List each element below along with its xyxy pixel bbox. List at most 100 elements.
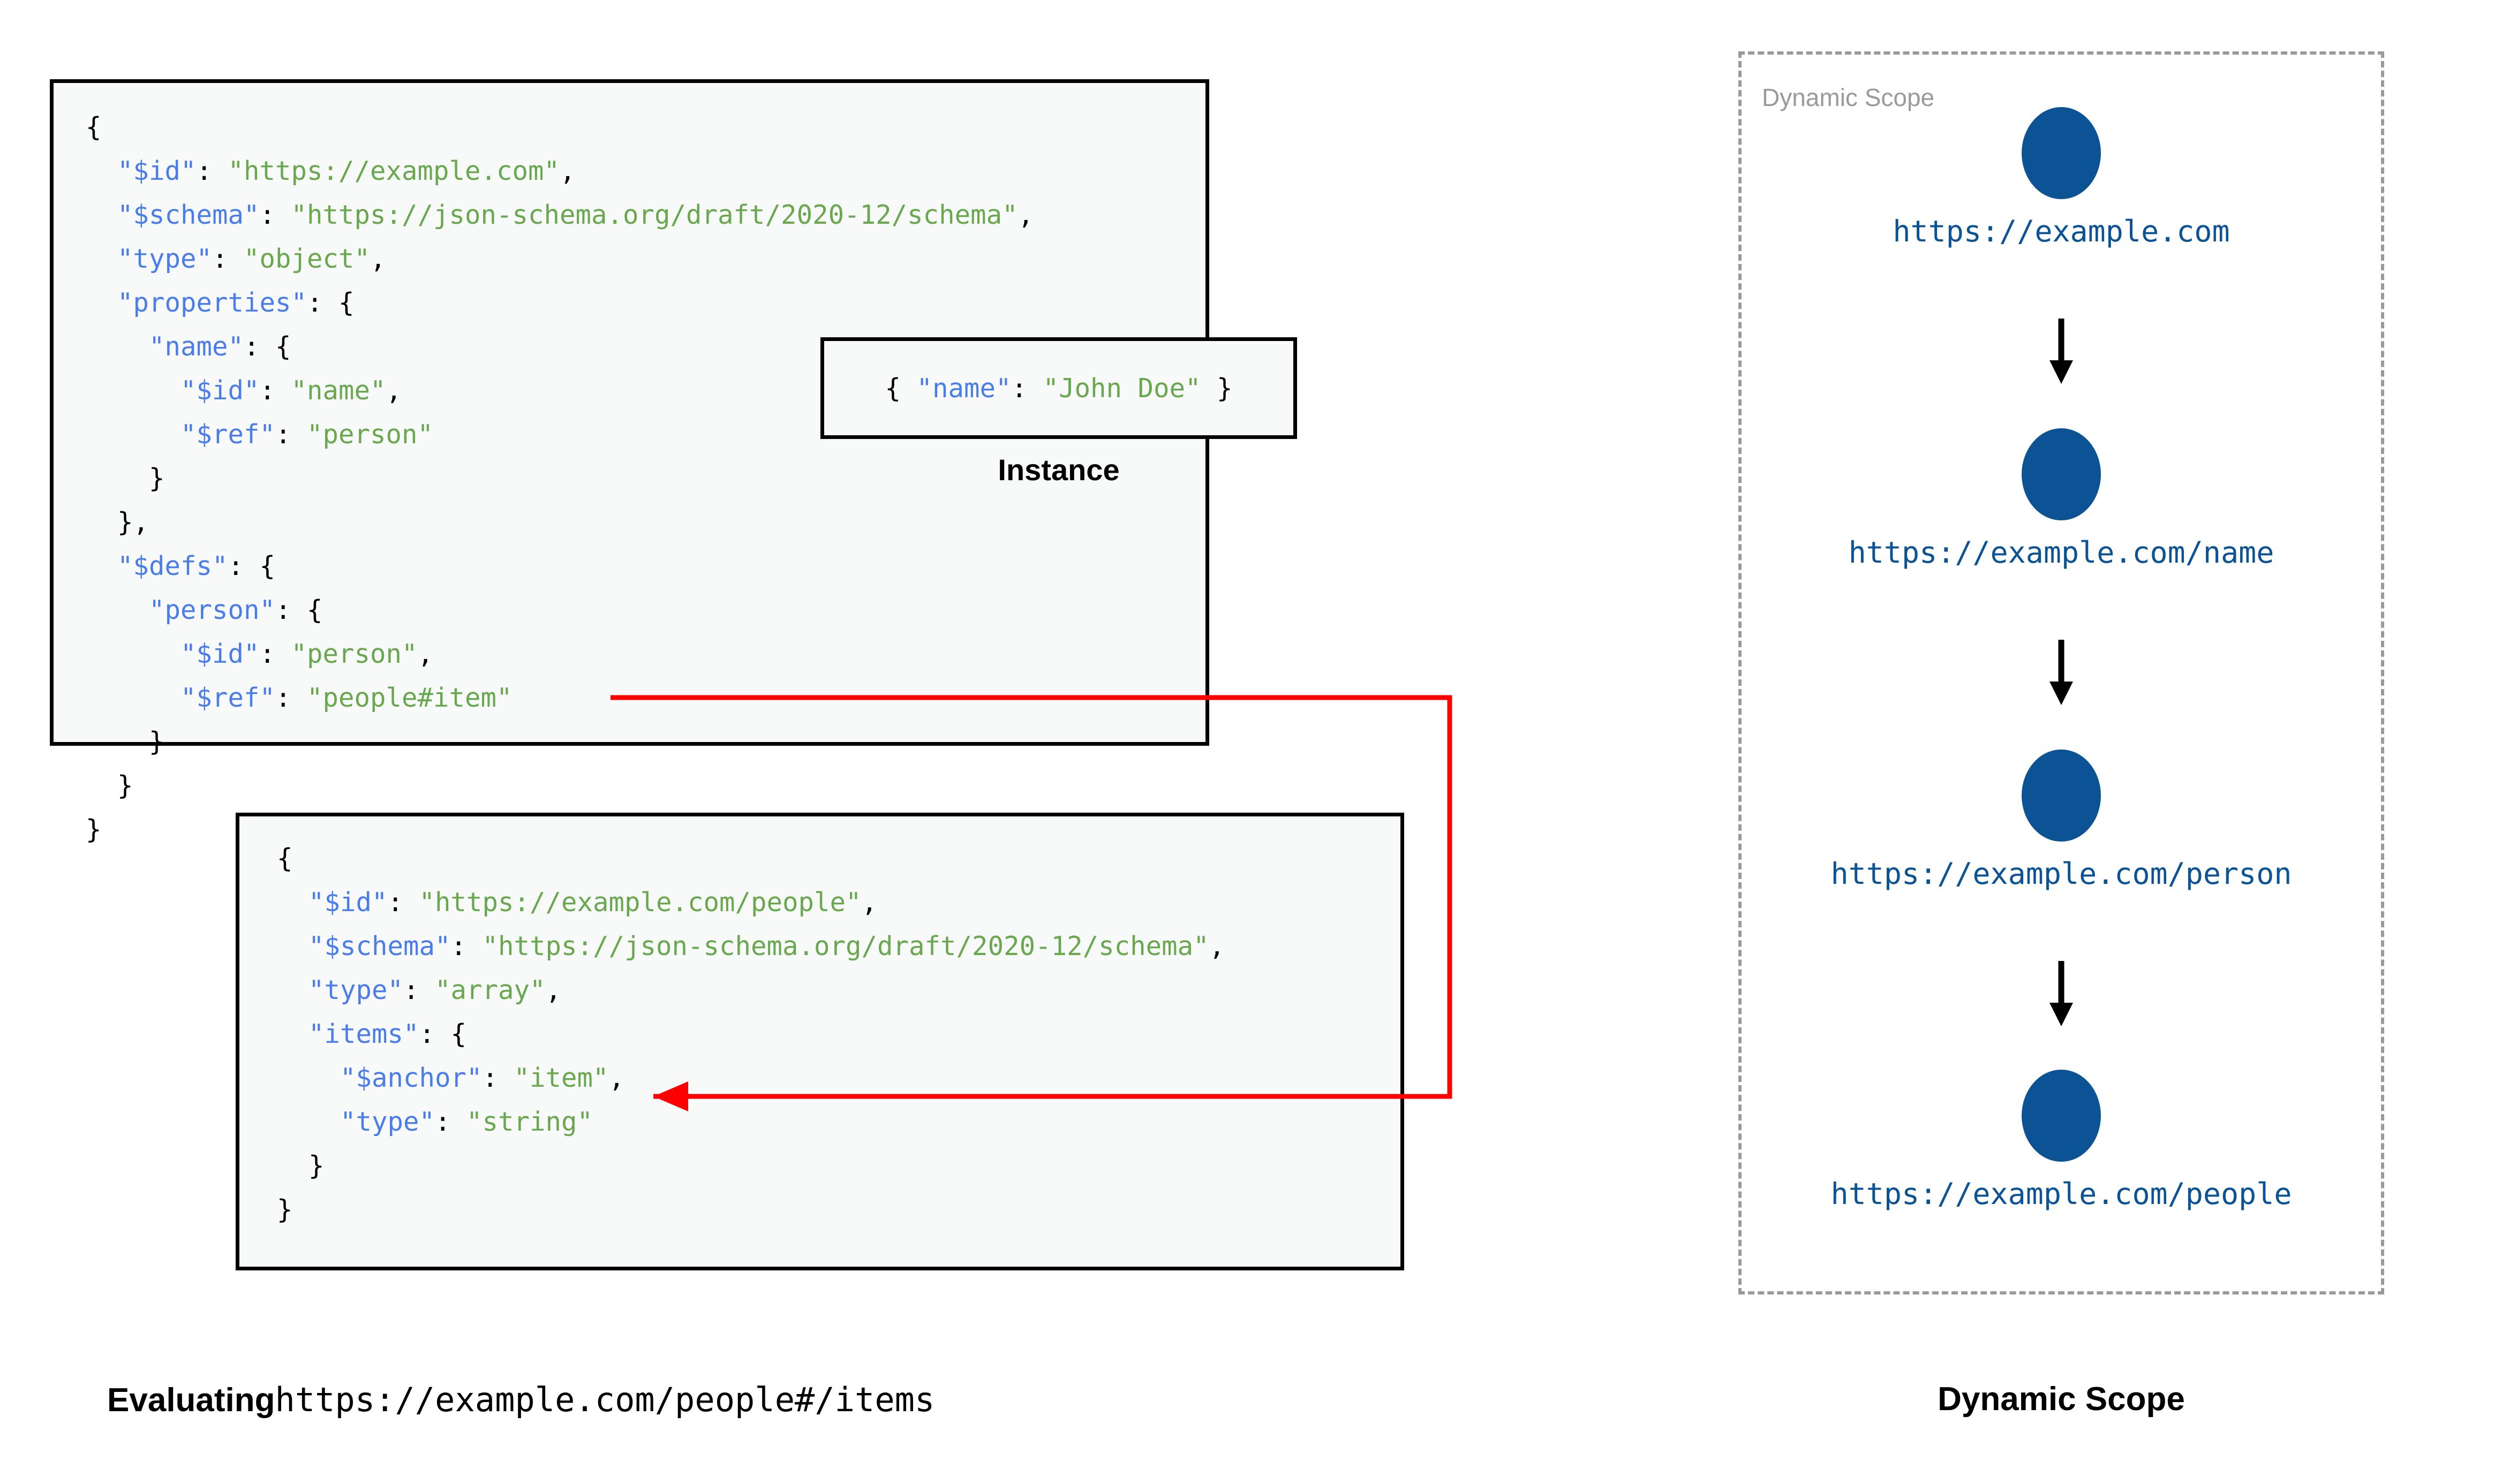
down-arrow-icon	[2049, 640, 2073, 705]
people-schema-box: { "$id": "https://example.com/people", "…	[236, 813, 1404, 1270]
code-line: { "name": "John Doe" }	[885, 375, 1232, 402]
code-line: }	[86, 457, 1034, 501]
code-token: "$ref"	[180, 683, 276, 713]
code-token: : {	[275, 595, 323, 625]
code-line: "type": "array",	[277, 968, 1225, 1012]
code-token: ,	[560, 156, 576, 186]
scope-node-0: https://example.com	[1738, 107, 2384, 248]
code-token: "$id"	[308, 887, 388, 918]
scope-arrow-2	[1738, 961, 2384, 1030]
code-line: "$id": "person",	[86, 632, 1034, 676]
code-line: "$anchor": "item",	[277, 1056, 1225, 1100]
code-token: "array"	[435, 975, 546, 1005]
scope-url-1: https://example.com/name	[1848, 535, 2274, 570]
code-token: "$defs"	[117, 551, 228, 581]
code-token: "$id"	[180, 639, 260, 669]
code-token: :	[275, 683, 307, 713]
code-token: "name"	[291, 375, 386, 406]
root-schema-code: { "$id": "https://example.com", "$schema…	[86, 105, 1034, 852]
code-line: "items": {	[277, 1012, 1225, 1056]
code-line: "$defs": {	[86, 544, 1034, 588]
code-line: "$id": "https://example.com",	[86, 149, 1034, 193]
scope-dot-icon	[2022, 107, 2101, 199]
code-token: "$ref"	[180, 419, 276, 450]
code-token: :	[1011, 373, 1043, 404]
code-line: "name": {	[86, 325, 1034, 369]
code-token: }	[277, 1194, 293, 1225]
code-token: }	[308, 1150, 325, 1181]
code-line: {	[277, 837, 1225, 881]
code-token: "$anchor"	[340, 1063, 483, 1093]
code-token: : {	[419, 1019, 467, 1049]
code-token: "person"	[291, 639, 418, 669]
scope-dot-icon	[2022, 1070, 2101, 1162]
code-line: "$id": "https://example.com/people",	[277, 881, 1225, 925]
code-token: },	[117, 507, 149, 537]
scope-dot-icon	[2022, 749, 2101, 842]
code-line: "type": "string"	[277, 1100, 1225, 1144]
code-token: :	[482, 1063, 514, 1093]
code-token: "https://json-schema.org/draft/2020-12/s…	[291, 200, 1018, 230]
code-token: ,	[386, 375, 402, 406]
code-token: :	[275, 419, 307, 450]
code-token: :	[259, 639, 291, 669]
code-token: :	[435, 1107, 467, 1137]
code-line: }	[277, 1144, 1225, 1188]
code-token: "$id"	[117, 156, 197, 186]
code-line: "properties": {	[86, 281, 1034, 325]
code-token: "type"	[308, 975, 404, 1005]
code-token: "people#item"	[307, 683, 513, 713]
code-token: "properties"	[117, 287, 307, 318]
evaluating-caption: Evaluatinghttps://example.com/people#/it…	[107, 1380, 935, 1419]
code-token: "person"	[149, 595, 276, 625]
code-line: "$schema": "https://json-schema.org/draf…	[86, 193, 1034, 237]
code-token: ,	[861, 887, 878, 918]
code-token: : {	[307, 287, 355, 318]
scope-dot-icon	[2022, 428, 2101, 520]
code-token: :	[259, 375, 291, 406]
code-token: {	[277, 843, 293, 874]
code-token: : {	[228, 551, 276, 581]
code-line: {	[86, 105, 1034, 149]
code-token: "items"	[308, 1019, 419, 1049]
scope-node-3: https://example.com/people	[1738, 1070, 2384, 1211]
code-token: : {	[244, 331, 291, 362]
down-arrow-icon	[2049, 961, 2073, 1026]
code-token: "$schema"	[308, 931, 451, 961]
code-token: ,	[545, 975, 562, 1005]
down-arrow-icon	[2049, 319, 2073, 384]
code-token: {	[885, 373, 917, 404]
code-token: }	[86, 814, 102, 845]
code-token: "https://json-schema.org/draft/2020-12/s…	[482, 931, 1209, 961]
code-token: :	[196, 156, 228, 186]
code-token: {	[86, 112, 102, 142]
scope-node-2: https://example.com/person	[1738, 749, 2384, 891]
scope-url-0: https://example.com	[1893, 214, 2230, 248]
code-token: :	[450, 931, 483, 961]
code-line: "$ref": "people#item"	[86, 676, 1034, 720]
code-line: }	[277, 1188, 1225, 1232]
code-token: ,	[1018, 200, 1034, 230]
code-token: :	[259, 200, 291, 230]
code-line: },	[86, 501, 1034, 544]
code-line: }	[86, 808, 1034, 852]
code-token: "type"	[340, 1107, 435, 1137]
scope-url-2: https://example.com/person	[1830, 857, 2292, 891]
code-token: "person"	[307, 419, 434, 450]
code-token: "object"	[244, 244, 371, 274]
dynamic-scope-panel	[1738, 51, 2384, 1294]
instance-code: { "name": "John Doe" }	[824, 341, 1293, 435]
code-token: "string"	[466, 1107, 593, 1137]
instance-box: { "name": "John Doe" }	[820, 337, 1297, 439]
evaluating-label: Evaluating	[107, 1382, 275, 1419]
code-line: }	[86, 764, 1034, 808]
dynamic-scope-bottom-caption: Dynamic Scope	[1938, 1381, 2185, 1418]
code-line: "$id": "name",	[86, 369, 1034, 413]
code-token: }	[1201, 373, 1233, 404]
scope-arrow-1	[1738, 640, 2384, 709]
code-token: ,	[608, 1063, 625, 1093]
code-token: :	[387, 887, 419, 918]
code-token: ,	[1209, 931, 1225, 961]
code-line: "type": "object",	[86, 237, 1034, 281]
